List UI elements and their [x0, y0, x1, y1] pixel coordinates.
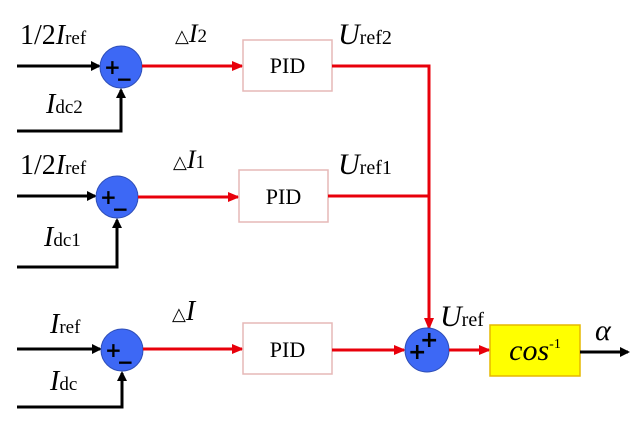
- plus-sign: +: [100, 185, 117, 209]
- ref-input-label-1: 1/2Iref: [20, 150, 87, 181]
- plus-sign-left: +: [408, 340, 426, 365]
- minus-sign: −: [117, 350, 134, 374]
- output-stage: + + Uref cos-1 α: [404, 300, 630, 377]
- error-label-1: △I1: [173, 145, 205, 174]
- error-label-2: △I2: [175, 19, 207, 48]
- pid-output-line-2: [332, 64, 431, 196]
- ref-input-label-main: Iref: [49, 309, 81, 340]
- feedback-input-arrow-main: [17, 371, 127, 409]
- feedback-input-arrow-2: [17, 88, 126, 133]
- plus-sign-top: +: [420, 328, 438, 353]
- feedback-input-label-2: Idc2: [45, 89, 83, 120]
- output-label-2: Uref2: [338, 18, 392, 51]
- plus-sign: +: [104, 55, 121, 79]
- pid-block-1: [238, 169, 329, 223]
- feedback-input-label-main: Idc: [49, 366, 77, 397]
- pid-label-main: PID: [270, 337, 305, 362]
- pid-block-main: [242, 322, 333, 375]
- plus-sign: +: [105, 338, 122, 362]
- firing-angle-label: α: [595, 314, 612, 347]
- minus-sign: −: [116, 67, 133, 91]
- branch-2: 1/2Iref Idc2 + − △I2 PID Uref2: [17, 18, 431, 196]
- final-reference-label: Uref: [440, 300, 484, 333]
- error-label-main: △I: [172, 296, 197, 327]
- pid-label-2: PID: [270, 53, 305, 78]
- inverse-cosine-label: cos-1: [509, 334, 561, 367]
- pid-label-1: PID: [266, 184, 301, 209]
- feedback-input-arrow-1: [17, 218, 122, 269]
- inverse-cosine-block: [489, 324, 581, 377]
- ref-input-label-2: 1/2Iref: [20, 20, 87, 51]
- branch-1: 1/2Iref Idc1 + − △I1 PID Uref1: [17, 145, 429, 269]
- branch-main: Iref Idc + − △I PID: [17, 296, 406, 409]
- minus-sign: −: [112, 197, 129, 221]
- output-label-1: Uref1: [338, 148, 392, 181]
- feedback-input-label-1: Idc1: [43, 222, 81, 253]
